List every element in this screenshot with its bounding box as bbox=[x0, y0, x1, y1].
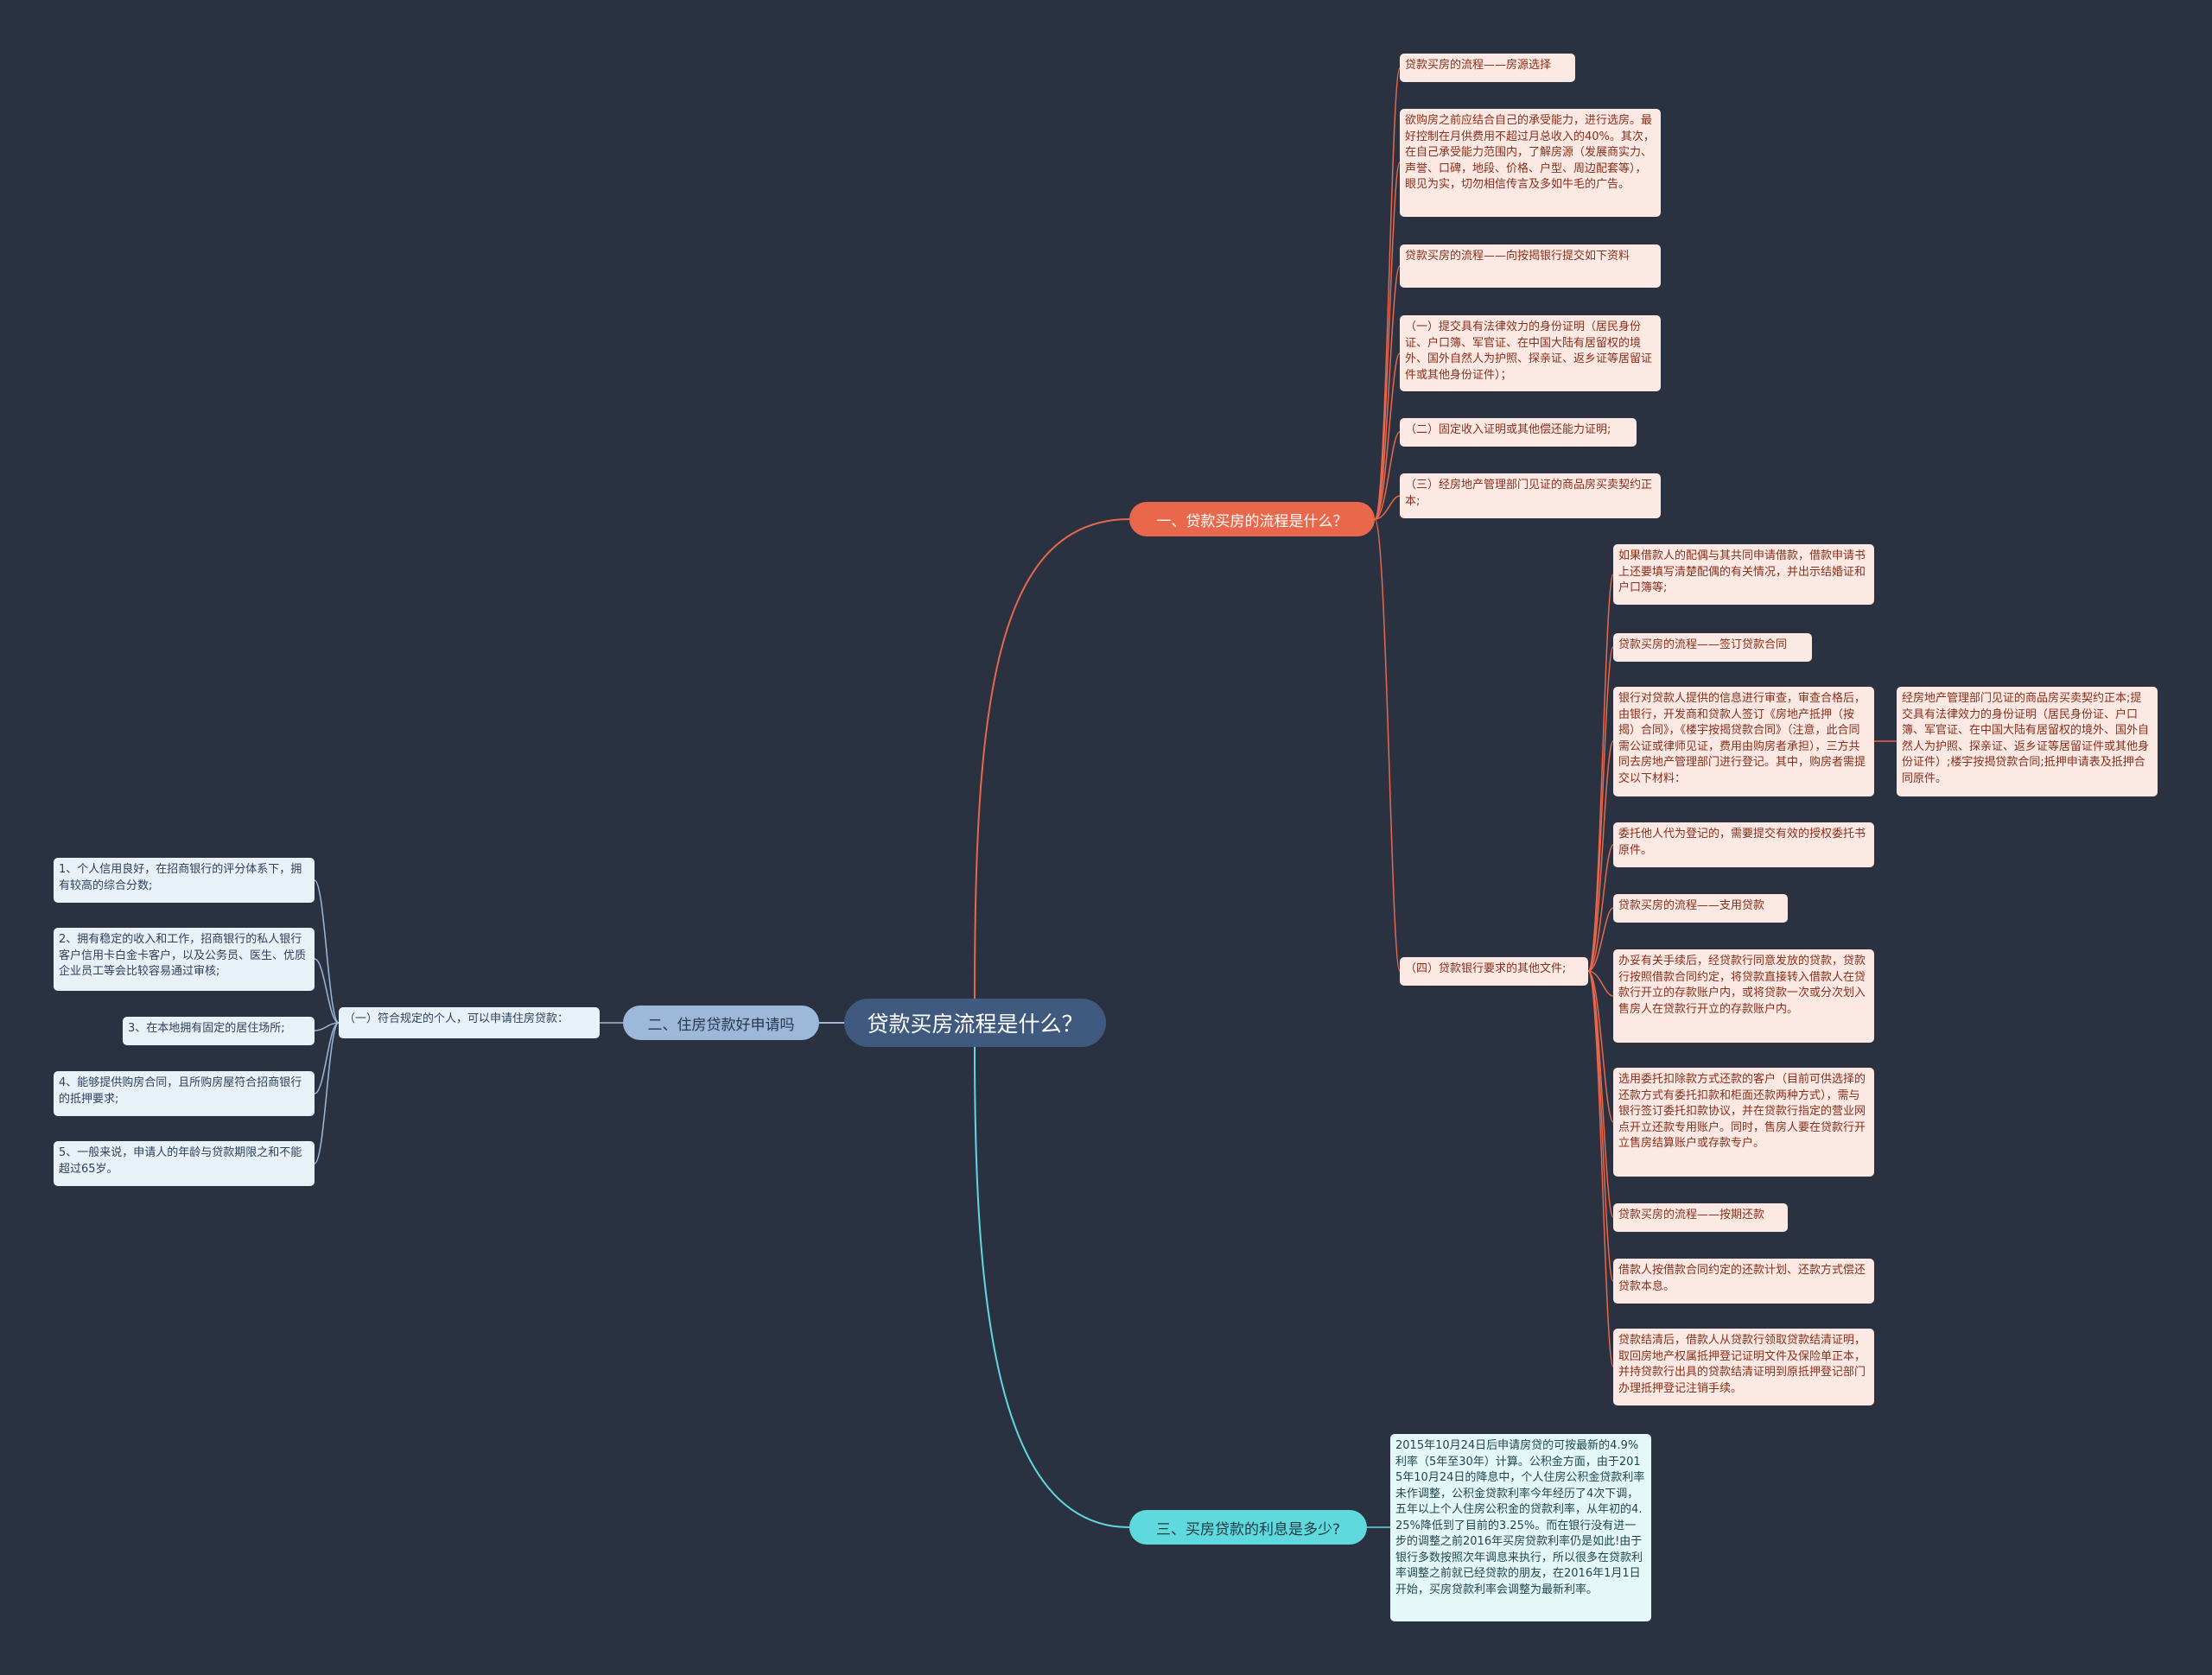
b2-item-contract[interactable]: 4、能够提供购房合同，且所购房屋符合招商银行的抵押要求; bbox=[54, 1071, 315, 1116]
edge-b2-item-0 bbox=[314, 879, 340, 1024]
edge-b1-item-1 bbox=[1374, 162, 1401, 520]
b1-sub-bank-review[interactable]: 银行对贷款人提供的信息进行审查，审查合格后，由银行，开发商和贷款人签订《房地产抵… bbox=[1613, 687, 1874, 796]
b3-interest-detail[interactable]: 2015年10月24日后申请房贷的可按最新的4.9%利率（5年至30年）计算。公… bbox=[1390, 1434, 1651, 1621]
branch-loan-process[interactable]: 一、贷款买房的流程是什么？ bbox=[1129, 502, 1375, 536]
edge-b1-sub-1 bbox=[1587, 646, 1614, 972]
edge-b1-item-6 bbox=[1374, 518, 1401, 972]
edge-b1-item-4 bbox=[1374, 431, 1401, 520]
b2-item-residence[interactable]: 3、在本地拥有固定的居住场所; bbox=[123, 1017, 315, 1045]
b2-item-income[interactable]: 2、拥有稳定的收入和工作，招商银行的私人银行客户信用卡白金卡客户，以及公务员、医… bbox=[54, 928, 315, 991]
b1-item-house-selection[interactable]: 贷款买房的流程——房源选择 bbox=[1400, 54, 1575, 82]
branch-interest-rate[interactable]: 三、买房贷款的利息是多少? bbox=[1129, 1510, 1367, 1545]
edge-b1-sub-9 bbox=[1587, 970, 1614, 1367]
b1-sub-disbursement-detail[interactable]: 办妥有关手续后，经贷款行同意发放的贷款，贷款行按照借款合同约定，将贷款直接转入借… bbox=[1613, 949, 1874, 1043]
edge-b1-sub-3 bbox=[1587, 844, 1614, 972]
b1-sub-authorization[interactable]: 委托他人代为登记的，需要提交有效的授权委托书原件。 bbox=[1613, 822, 1874, 867]
b1-item-id-proof[interactable]: （一）提交具有法律效力的身份证明（居民身份证、户口簿、军官证、在中国大陆有居留权… bbox=[1400, 315, 1661, 391]
b1-item-other-docs[interactable]: （四）贷款银行要求的其他文件; bbox=[1400, 957, 1588, 986]
edge-b1-sub-6 bbox=[1587, 970, 1614, 1123]
b1-item-sale-contract[interactable]: （三）经房地产管理部门见证的商品房买卖契约正本; bbox=[1400, 473, 1661, 518]
b1-item-selection-detail[interactable]: 欲购房之前应结合自己的承受能力，进行选房。最好控制在月供费用不超过月总收入的40… bbox=[1400, 109, 1661, 217]
b1-sub-sign-contract[interactable]: 贷款买房的流程——签订贷款合同 bbox=[1613, 633, 1812, 662]
edge-b2-item-4 bbox=[314, 1022, 340, 1164]
edge-b1-sub-4 bbox=[1587, 907, 1614, 972]
edge-root-b1 bbox=[974, 518, 1130, 999]
edge-root-b3 bbox=[974, 1046, 1130, 1528]
b1-sub-repayment[interactable]: 贷款买房的流程——按期还款 bbox=[1613, 1203, 1788, 1232]
edge-b1-item-2 bbox=[1374, 265, 1401, 520]
edge-b1-sub-5 bbox=[1587, 970, 1614, 997]
edge-b2-item-2 bbox=[314, 1022, 340, 1031]
b1-subsub-materials[interactable]: 经房地产管理部门见证的商品房买卖契约正本;提交具有法律效力的身份证明（居民身份证… bbox=[1897, 687, 2158, 796]
edge-b1-item-3 bbox=[1374, 352, 1401, 520]
b1-sub-repayment-method[interactable]: 选用委托扣除款方式还款的客户（目前可供选择的还款方式有委托扣款和柜面还款两种方式… bbox=[1613, 1068, 1874, 1177]
b2-item-credit[interactable]: 1、个人信用良好，在招商银行的评分体系下，拥有较高的综合分数; bbox=[54, 858, 315, 903]
b1-sub-repayment-plan[interactable]: 借款人按借款合同约定的还款计划、还款方式偿还贷款本息。 bbox=[1613, 1259, 1874, 1304]
b2-conditions[interactable]: （一）符合规定的个人，可以申请住房贷款： bbox=[339, 1007, 600, 1038]
edge-b2-item-1 bbox=[314, 958, 340, 1024]
b1-item-submit-docs[interactable]: 贷款买房的流程——向按揭银行提交如下资料 bbox=[1400, 244, 1661, 288]
b1-sub-loan-settlement[interactable]: 贷款结清后，借款人从贷款行领取贷款结清证明，取回房地产权属抵押登记证明文件及保险… bbox=[1613, 1329, 1874, 1405]
edge-b1-sub-2 bbox=[1587, 740, 1614, 972]
edge-b1-item-0 bbox=[1374, 67, 1401, 520]
edge-b1-item-5 bbox=[1374, 495, 1401, 520]
root-topic[interactable]: 贷款买房流程是什么？ bbox=[844, 999, 1106, 1047]
branch-easy-to-apply[interactable]: 二、住房贷款好申请吗 bbox=[623, 1006, 819, 1040]
b2-item-age[interactable]: 5、一般来说，申请人的年龄与贷款期限之和不能超过65岁。 bbox=[54, 1141, 315, 1186]
b1-sub-spouse[interactable]: 如果借款人的配偶与其共同申请借款，借款申请书上还要填写清楚配偶的有关情况，并出示… bbox=[1613, 544, 1874, 605]
edge-b2-item-3 bbox=[314, 1022, 340, 1094]
b1-item-income-proof[interactable]: （二）固定收入证明或其他偿还能力证明; bbox=[1400, 418, 1637, 447]
b1-sub-disbursement[interactable]: 贷款买房的流程——支用贷款 bbox=[1613, 894, 1788, 923]
